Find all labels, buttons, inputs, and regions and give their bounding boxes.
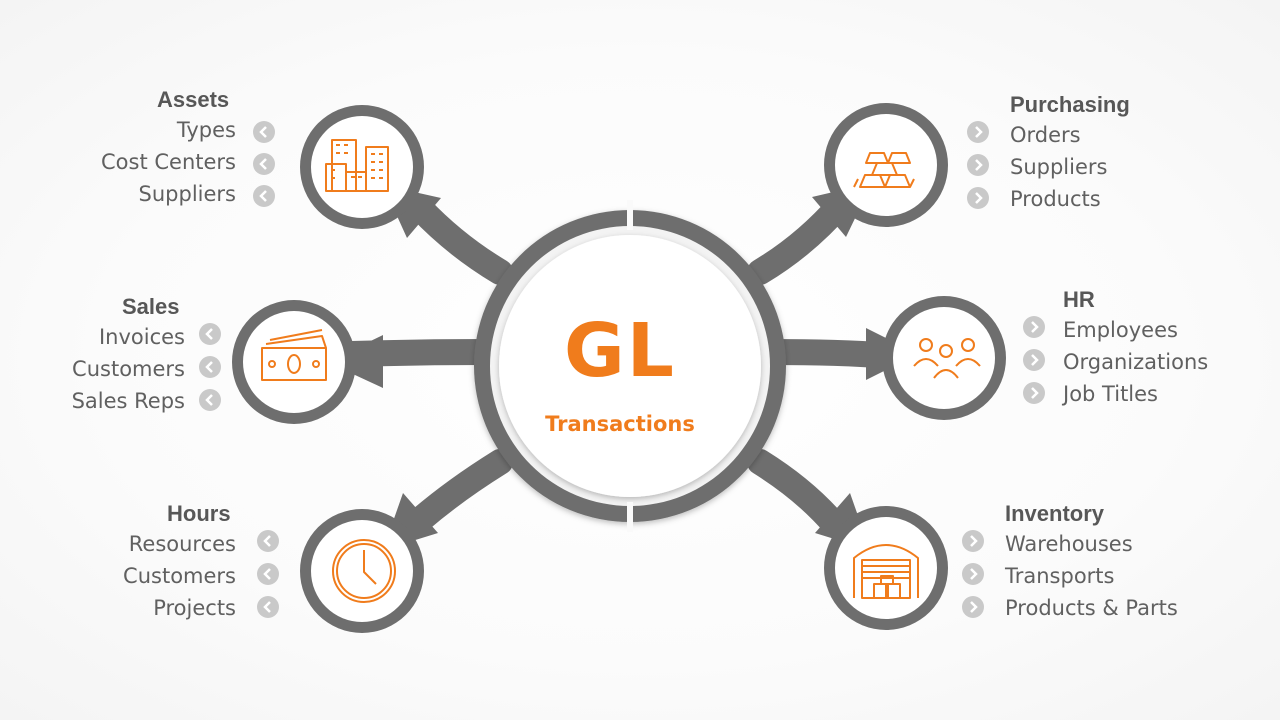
list-item[interactable]: Products: [1010, 187, 1101, 211]
chevron-right-icon: [962, 530, 984, 552]
list-item[interactable]: Transports: [1005, 564, 1115, 588]
chevron-right-icon: [967, 121, 989, 143]
center-title: GL: [564, 308, 676, 394]
list-item[interactable]: Customers: [72, 357, 185, 381]
chevron-left-icon: [199, 323, 221, 345]
list-item[interactable]: Suppliers: [138, 182, 236, 206]
list-item[interactable]: Customers: [123, 564, 236, 588]
chevron-left-icon: [257, 530, 279, 552]
chevron-right-icon: [962, 596, 984, 618]
list-item[interactable]: Job Titles: [1063, 382, 1158, 406]
chevron-right-icon: [962, 563, 984, 585]
chevron-right-icon: [1023, 382, 1045, 404]
chevron-right-icon: [1023, 316, 1045, 338]
group-title-purchasing: Purchasing: [1010, 92, 1130, 117]
group-title-assets: Assets: [157, 87, 230, 112]
clock-icon: [332, 539, 396, 603]
list-item[interactable]: Sales Reps: [71, 389, 185, 413]
group-title-sales: Sales: [122, 294, 180, 319]
chevron-left-icon: [257, 563, 279, 585]
people-icon: [913, 338, 981, 379]
inventory-node: [824, 506, 948, 630]
group-title-inventory: Inventory: [1005, 501, 1105, 526]
satellite-circles: [232, 103, 1006, 633]
list-item[interactable]: Cost Centers: [101, 150, 236, 174]
group-title-hours: Hours: [167, 501, 231, 526]
list-item[interactable]: Resources: [128, 532, 236, 556]
connector-arms: [339, 192, 908, 538]
list-item[interactable]: Types: [176, 118, 236, 142]
assets-node: [300, 105, 424, 229]
chevron-left-icon: [199, 389, 221, 411]
chevron-right-icon: [967, 187, 989, 209]
hr-node: [882, 296, 1006, 420]
sales-node: [232, 300, 356, 424]
warehouse-icon: [853, 544, 919, 599]
list-item[interactable]: Projects: [153, 596, 236, 620]
list-item[interactable]: Organizations: [1063, 350, 1209, 374]
group-title-hr: HR: [1063, 287, 1095, 312]
chevron-left-icon: [257, 596, 279, 618]
list-item[interactable]: Orders: [1010, 123, 1081, 147]
list-item[interactable]: Invoices: [98, 325, 185, 349]
chevron-left-icon: [253, 121, 275, 143]
buildings-icon: [325, 139, 389, 192]
ring-gap-top: [627, 200, 633, 230]
chevron-left-icon: [199, 356, 221, 378]
chevron-left-icon: [253, 153, 275, 175]
chevron-right-icon: [967, 154, 989, 176]
gold-bars-icon: [853, 152, 915, 188]
purchasing-node: [824, 103, 948, 227]
list-item[interactable]: Suppliers: [1010, 155, 1108, 179]
hub-ring: [474, 200, 786, 532]
center-subtitle: Transactions: [545, 412, 695, 436]
list-item[interactable]: Products & Parts: [1005, 596, 1178, 620]
chevron-left-icon: [253, 185, 275, 207]
ring-gap-bottom: [627, 502, 633, 532]
list-item[interactable]: Employees: [1063, 318, 1178, 342]
chevron-right-icon: [1023, 349, 1045, 371]
cash-icon: [261, 329, 327, 381]
hours-node: [300, 509, 424, 633]
list-item[interactable]: Warehouses: [1005, 532, 1133, 556]
